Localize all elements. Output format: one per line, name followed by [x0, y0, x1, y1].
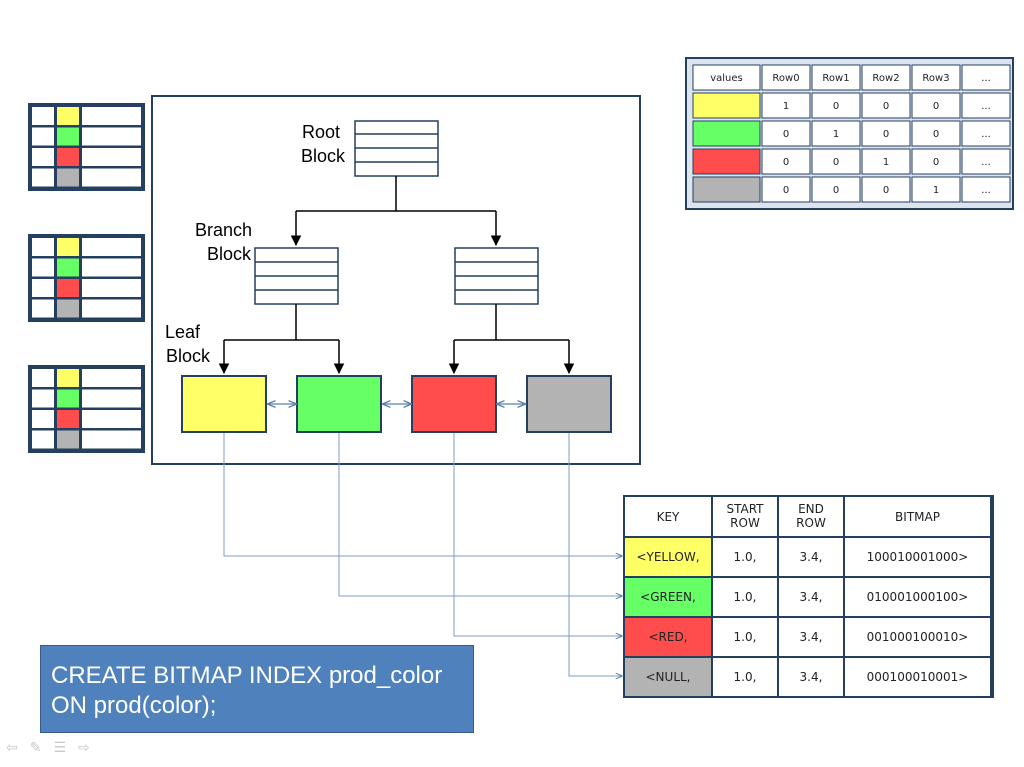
values-table-cell: ... — [981, 157, 991, 168]
values-table-cell: ... — [981, 129, 991, 140]
mini-cell-red — [57, 148, 79, 166]
values-table-header: ... — [981, 73, 991, 84]
values-table-header: Row0 — [772, 73, 799, 84]
mini-cell-green — [57, 258, 79, 277]
bitmap-table-cell: 3.4, — [800, 550, 823, 564]
values-table-cell: 0 — [783, 185, 789, 196]
back-arrow-icon[interactable]: ⇦ — [6, 740, 18, 756]
values-table-header: Row2 — [872, 73, 899, 84]
root-block — [354, 120, 439, 177]
values-table-cell: 1 — [833, 129, 839, 140]
bitmap-key-gray: <NULL, — [646, 670, 691, 684]
leaf-block-green — [296, 375, 382, 433]
bitmap-key-green: <GREEN, — [640, 590, 696, 604]
mini-table — [28, 365, 145, 453]
bitmap-table-cell: 1.0, — [734, 670, 757, 684]
mini-table — [28, 234, 145, 322]
slide-nav: ⇦ ✎ ☰ ⇨ — [6, 738, 90, 758]
bitmap-table-cell: 3.4, — [800, 590, 823, 604]
bitmap-table-cell: 1.0, — [734, 590, 757, 604]
values-swatch-gray — [692, 176, 761, 203]
values-table-header: Row1 — [822, 73, 849, 84]
values-table-cell: 1 — [883, 157, 889, 168]
leaf-label: Leaf Block — [165, 322, 211, 366]
leaf-block-gray — [526, 375, 612, 433]
values-table-cell: ... — [981, 185, 991, 196]
branch-label: Branch Block — [195, 220, 257, 264]
leaf-block-yellow — [181, 375, 267, 433]
bitmap-table-cell: 1.0, — [734, 550, 757, 564]
leaf-to-bitmap-links — [223, 433, 622, 676]
forward-arrow-icon[interactable]: ⇨ — [78, 740, 90, 756]
values-table-cell: 0 — [883, 185, 889, 196]
mini-cell-red — [57, 410, 79, 428]
bitmap-key-red: <RED, — [648, 630, 687, 644]
mini-cell-green — [57, 127, 79, 146]
values-table-cell: 0 — [933, 157, 939, 168]
bitmap-table-cell: 000100010001> — [867, 670, 969, 684]
branch-connectors — [218, 304, 575, 375]
branch-block-left — [254, 247, 339, 305]
bitmap-table-cell: 001000100010> — [867, 630, 969, 644]
sql-statement-box: CREATE BITMAP INDEX prod_color ON prod(c… — [40, 645, 474, 733]
sql-line-1: CREATE BITMAP INDEX prod_color — [51, 662, 443, 689]
values-swatch-red — [692, 148, 761, 175]
branch-block-right — [454, 247, 539, 305]
mini-cell-gray — [57, 430, 79, 449]
bitmap-table-cell: 3.4, — [800, 670, 823, 684]
values-table-cell: 1 — [783, 101, 789, 112]
values-table-cell: ... — [981, 101, 991, 112]
leaf-blocks — [181, 375, 612, 433]
bitmap-table-header: KEY — [657, 510, 680, 524]
values-table-cell: 0 — [833, 185, 839, 196]
values-table-cell: 0 — [883, 101, 889, 112]
root-label: Root Block — [301, 122, 346, 166]
values-swatch-yellow — [692, 92, 761, 119]
pen-icon[interactable]: ✎ — [29, 740, 42, 756]
values-table-header: values — [710, 73, 743, 84]
bitmap-table-cell: 1.0, — [734, 630, 757, 644]
bitmap-table-cell: 010001000100> — [867, 590, 969, 604]
mini-cell-red — [57, 279, 79, 297]
sql-line-2: ON prod(color); — [51, 692, 217, 719]
mini-cell-yellow — [57, 238, 79, 256]
mini-cell-yellow — [57, 107, 79, 125]
values-table-cell: 0 — [783, 129, 789, 140]
values-table-cell: 1 — [933, 185, 939, 196]
menu-icon[interactable]: ☰ — [53, 740, 67, 756]
mini-tables — [28, 103, 145, 453]
bitmap-key-yellow: <YELLOW, — [636, 550, 699, 564]
mini-cell-gray — [57, 168, 79, 187]
values-table: values Row0 Row1 Row2 Row3... 1 0 0 0... 0 1 0 0... 0… — [685, 57, 1014, 210]
bitmap-table-cell: 3.4, — [800, 630, 823, 644]
values-table-cell: 0 — [933, 101, 939, 112]
values-table-cell: 0 — [883, 129, 889, 140]
mini-cell-yellow — [57, 369, 79, 387]
values-table-cell: 0 — [833, 101, 839, 112]
values-table-cell: 0 — [783, 157, 789, 168]
values-table-cell: 0 — [933, 129, 939, 140]
values-swatch-green — [692, 120, 761, 147]
bitmap-table-cell: 100010001000> — [867, 550, 969, 564]
leaf-block-red — [411, 375, 497, 433]
mini-table — [28, 103, 145, 191]
mini-cell-green — [57, 389, 79, 408]
root-connectors — [290, 176, 502, 247]
values-table-header: Row3 — [922, 73, 949, 84]
values-table-cell: 0 — [833, 157, 839, 168]
bitmap-table-header: BITMAP — [895, 510, 940, 524]
mini-cell-gray — [57, 299, 79, 318]
